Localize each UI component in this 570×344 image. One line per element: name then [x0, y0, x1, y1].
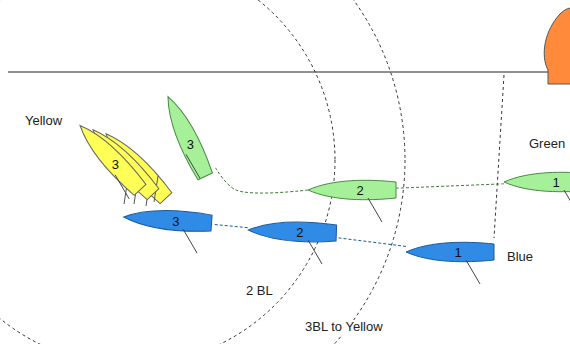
boat-hull: 2 — [248, 219, 337, 244]
callout-number: 1 — [552, 176, 559, 189]
callout-number: 3 — [112, 157, 119, 170]
boat-shape — [308, 179, 396, 201]
callout-number: 1 — [454, 246, 461, 259]
hull-outline — [308, 180, 396, 199]
boat-label: Yellow — [23, 114, 64, 129]
boom-line — [115, 175, 129, 199]
boat-hull: 3 — [72, 118, 148, 197]
boom-line — [564, 190, 570, 214]
callout-number: 3 — [187, 138, 194, 151]
mark-buoy — [544, 8, 570, 84]
boat-shape — [248, 219, 337, 244]
boom-line — [368, 198, 382, 222]
boom-line — [308, 241, 322, 265]
callout-number: 3 — [172, 214, 179, 227]
boat-hull: 3 — [123, 206, 212, 234]
zone-circle — [0, 0, 405, 344]
boat-hull: 2 — [308, 179, 396, 201]
boat-shape — [504, 171, 570, 193]
mark-line — [494, 75, 504, 238]
track-line — [336, 238, 406, 247]
zone-circle — [0, 0, 335, 344]
hull-outline — [248, 221, 337, 243]
start-line — [8, 72, 570, 73]
hull-outline — [406, 242, 494, 261]
boat-label: 2 BL — [244, 284, 275, 299]
track-line — [216, 168, 308, 193]
boat-shape — [72, 118, 148, 197]
boat-hull: 3 — [158, 92, 215, 181]
boom-line — [186, 155, 200, 179]
callout-number: 2 — [356, 184, 363, 197]
track-line — [213, 224, 248, 227]
hull-outline — [504, 172, 570, 191]
boom-line — [466, 260, 480, 284]
boat-label: Blue — [505, 250, 535, 265]
boom-line — [183, 229, 197, 253]
hull-outline — [73, 119, 147, 197]
boat-hull: 1 — [406, 241, 494, 263]
boat-label: 3BL to Yellow — [303, 320, 385, 335]
boat-shape — [406, 241, 494, 263]
boat-label: Green — [527, 137, 567, 152]
boat-shape — [123, 206, 212, 234]
hull-outline — [123, 207, 212, 233]
callout-number: 2 — [296, 226, 303, 239]
boat-hull: 1 — [504, 171, 570, 193]
hull-outline — [160, 93, 215, 181]
track-line — [396, 184, 504, 188]
